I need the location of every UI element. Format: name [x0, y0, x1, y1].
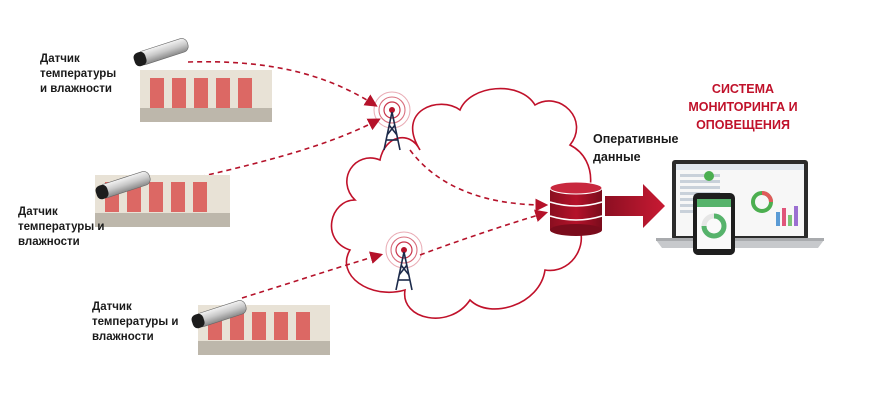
system-title-line: СИСТЕМА	[711, 82, 775, 96]
system-title-line: МОНИТОРИНГА И	[688, 100, 798, 114]
sensor-label-line: температуры	[40, 68, 117, 80]
operational-data-label: Оперативные данные	[593, 130, 678, 166]
sensor-label-line: Датчик	[40, 53, 80, 65]
link-sensor1-tower1	[187, 60, 378, 107]
greenhouse-image	[140, 70, 272, 122]
sensor-label-3: Датчик температуры и влажности	[92, 300, 178, 345]
sensor-label-line: Датчик	[92, 301, 132, 313]
temperature-sensor-icon	[191, 300, 247, 329]
tablet-icon	[693, 193, 735, 255]
sensor-label-line: температуры и	[92, 316, 179, 328]
sensor-label-line: влажности	[18, 236, 80, 248]
database-icon	[549, 181, 603, 236]
operational-data-line: Оперативные	[593, 132, 679, 146]
cell-tower-icon	[385, 231, 423, 291]
sensor-unit-1	[133, 38, 272, 122]
temperature-sensor-icon	[95, 171, 151, 200]
system-title: СИСТЕМА МОНИТОРИНГА И ОПОВЕЩЕНИЯ	[668, 80, 818, 134]
sensor-label-line: Датчик	[18, 206, 58, 218]
sensor-unit-3	[191, 300, 330, 355]
sensor-label-line: влажности	[92, 331, 154, 343]
sensor-label-line: температуры и	[18, 221, 105, 233]
laptop-icon	[656, 160, 824, 248]
system-title-line: ОПОВЕЩЕНИЯ	[696, 118, 790, 132]
sensor-label-1: Датчик температуры и влажности	[40, 52, 116, 97]
link-tower2-db	[419, 209, 549, 256]
link-sensor3-tower2	[241, 251, 384, 299]
sensor-label-2: Датчик температуры и влажности	[18, 205, 104, 250]
sensor-label-line: и влажности	[40, 83, 112, 95]
cell-tower-icon	[373, 91, 411, 151]
arrow-right-icon	[605, 184, 665, 228]
sensor-unit-2	[95, 171, 230, 227]
operational-data-line: данные	[593, 150, 641, 164]
temperature-sensor-icon	[133, 38, 189, 67]
link-tower1-db	[409, 149, 549, 212]
